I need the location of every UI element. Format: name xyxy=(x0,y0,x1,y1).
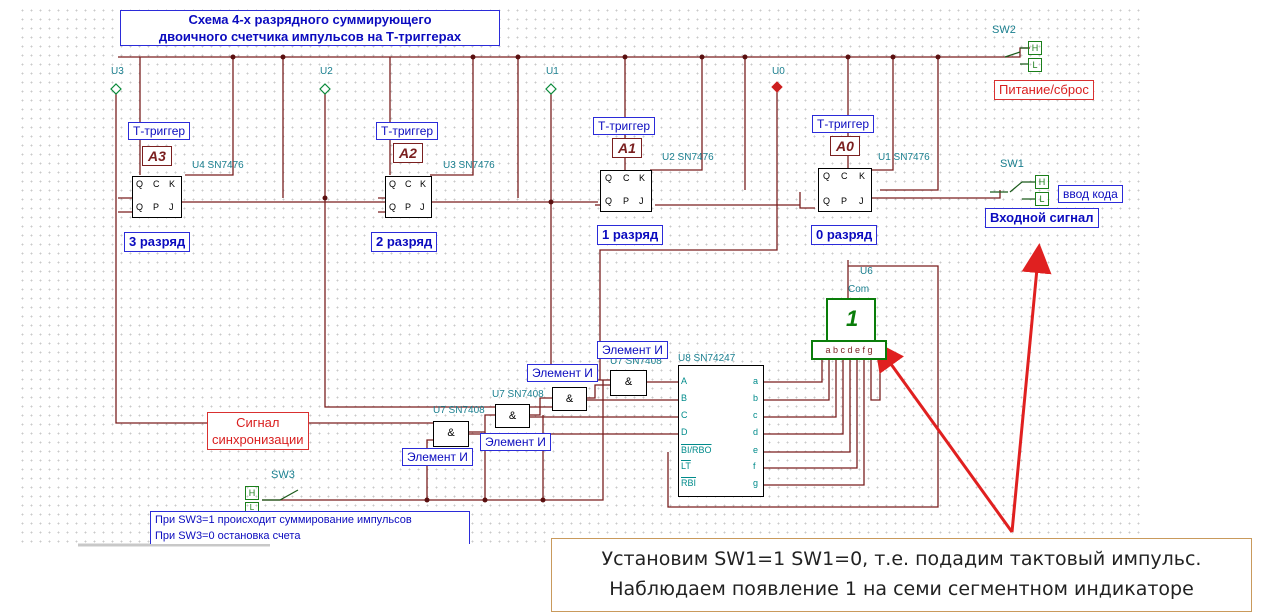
trigger-a3-flipflop[interactable]: Q Q C K P J xyxy=(132,176,182,218)
digit-3-label: 3 разряд xyxy=(124,232,191,252)
title-line-1: Схема 4-х разрядного суммирующего xyxy=(188,12,432,27)
gate-3-label: Элемент И xyxy=(527,364,598,382)
trigger-a2-type-label: Т-триггер xyxy=(376,122,439,140)
sw2-label: SW2 xyxy=(992,24,1016,36)
gate-1-label: Элемент И xyxy=(402,448,473,466)
sw1-low-terminal[interactable]: L xyxy=(1035,192,1049,206)
seven-segment-display: 1 xyxy=(826,298,876,344)
gate-2-label: Элемент И xyxy=(480,433,551,451)
input-signal-label: Входной сигнал xyxy=(985,208,1099,228)
display-chip-label: U6 xyxy=(860,266,873,277)
trigger-a0-type-label: Т-триггер xyxy=(812,115,875,133)
trigger-a0-chip: U1 SN7476 xyxy=(878,152,930,163)
code-input-label: ввод кода xyxy=(1058,185,1123,203)
probe-u1-icon xyxy=(545,83,557,95)
trigger-a2-name: A2 xyxy=(393,143,423,163)
sw1-lever-icon xyxy=(990,181,1023,193)
title-line-2: двоичного счетчика импульсов на Т-тригге… xyxy=(158,29,462,44)
decoder-sn74247[interactable]: A B C D BI/RBO LT RBI a b c d e f g xyxy=(678,365,764,497)
sw3-note: При SW3=1 происходит суммирование импуль… xyxy=(150,511,470,544)
sw3-label: SW3 xyxy=(271,469,295,481)
dot-grid-background xyxy=(18,6,1140,546)
and-gate-3[interactable]: & xyxy=(552,387,587,411)
gate-2-chip: U7 SN7408 xyxy=(492,389,544,400)
gate-4-label: Элемент И xyxy=(597,341,668,359)
digit-2-label: 2 разряд xyxy=(371,232,438,252)
digit-0-label: 0 разряд xyxy=(811,225,878,245)
gate-4-chip: U7 SN7408 xyxy=(610,356,662,367)
probe-u0-icon xyxy=(771,81,783,93)
and-gate-1[interactable]: & xyxy=(433,421,469,447)
trigger-a3-chip: U4 SN7476 xyxy=(192,160,244,171)
display-pin-strip: a b c d e f g xyxy=(811,340,887,360)
sw1-label: SW1 xyxy=(1000,158,1024,170)
probe-u3-icon xyxy=(110,83,122,95)
trigger-a3-name: A3 xyxy=(142,146,172,166)
probe-u2-label: U2 xyxy=(320,66,333,77)
probe-u2-icon xyxy=(319,83,331,95)
decoder-chip-label: U8 SN74247 xyxy=(678,353,736,364)
trigger-a0-name: A0 xyxy=(830,136,860,156)
sw2-low-terminal[interactable]: L xyxy=(1028,58,1042,72)
trigger-a1-chip: U2 SN7476 xyxy=(662,152,714,163)
trigger-a2-chip: U3 SN7476 xyxy=(443,160,495,171)
gate-1-chip: U7 SN7408 xyxy=(433,405,485,416)
explanation-callout: Установим SW1=1 SW1=0, т.е. подадим такт… xyxy=(551,538,1252,612)
trigger-a3-type-label: Т-триггер xyxy=(128,122,191,140)
power-reset-label: Питание/сброс xyxy=(994,80,1094,100)
trigger-a0-flipflop[interactable]: Q Q C K P J xyxy=(818,168,872,212)
sw3-high-terminal[interactable]: H xyxy=(245,486,259,500)
trigger-a1-name: A1 xyxy=(612,138,642,158)
probe-u3-label: U3 xyxy=(111,66,124,77)
display-digit: 1 xyxy=(846,306,859,331)
sync-signal-label: Сигнал синхронизации xyxy=(207,412,309,450)
sw2-lever-icon xyxy=(1004,47,1028,65)
trigger-a1-type-label: Т-триггер xyxy=(593,117,656,135)
schematic-title: Схема 4-х разрядного суммирующего двоичн… xyxy=(120,10,500,46)
sw1-high-terminal[interactable]: H xyxy=(1035,175,1049,189)
trigger-a1-flipflop[interactable]: Q Q C K P J xyxy=(600,170,652,212)
probe-u1-label: U1 xyxy=(546,66,559,77)
display-com-label: Com xyxy=(848,284,870,295)
probe-u0-label: U0 xyxy=(772,66,785,77)
sw2-high-terminal[interactable]: H xyxy=(1028,41,1042,55)
and-gate-2[interactable]: & xyxy=(495,404,530,428)
and-gate-4[interactable]: & xyxy=(610,370,647,396)
digit-1-label: 1 разряд xyxy=(597,225,664,245)
sw3-lever-icon xyxy=(262,489,299,501)
trigger-a2-flipflop[interactable]: Q Q C K P J xyxy=(385,176,432,218)
